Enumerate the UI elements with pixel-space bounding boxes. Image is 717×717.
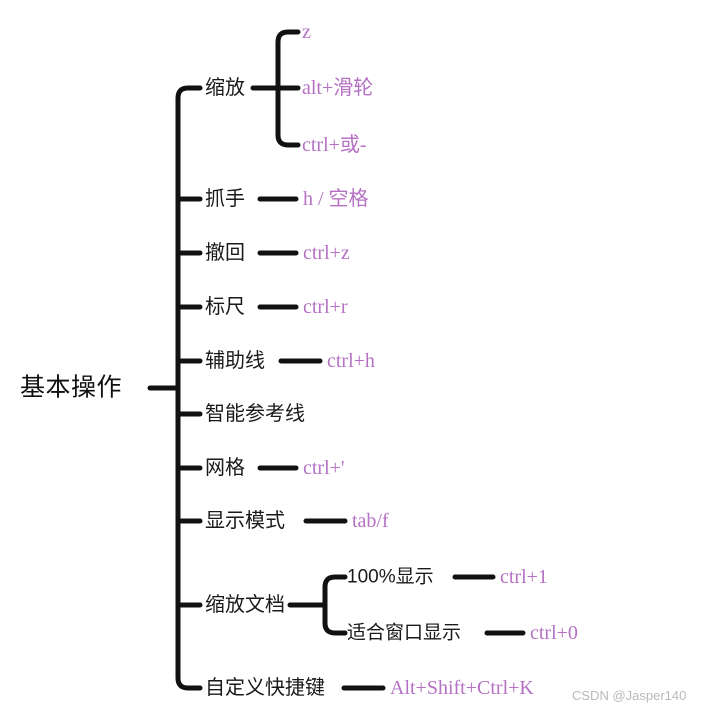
branch-label-suofang[interactable]: 缩放 <box>205 77 245 99</box>
branch-label-fuzhuxian[interactable]: 辅助线 <box>205 350 265 372</box>
shortcut-xianshimoshi[interactable]: tab/f <box>352 510 389 532</box>
shortcut-chehui[interactable]: ctrl+z <box>303 242 350 264</box>
shortcut-fuzhuxian[interactable]: ctrl+h <box>327 350 375 372</box>
suofangwendang-sub-spine <box>322 574 348 636</box>
shortcut-zhuashou[interactable]: h / 空格 <box>303 188 369 210</box>
root-node-label[interactable]: 基本操作 <box>20 373 123 402</box>
suofang-sub-spine <box>275 29 301 148</box>
branch-label-chehui[interactable]: 撤回 <box>205 242 245 264</box>
branch-label-wangge[interactable]: 网格 <box>205 457 245 479</box>
branch-label-zidingyikuaijiejian[interactable]: 自定义快捷键 <box>205 677 325 699</box>
shortcut-fit-window[interactable]: ctrl+0 <box>530 622 578 644</box>
branch-label-zhuashou[interactable]: 抓手 <box>205 188 245 210</box>
branch-label-xianshimoshi[interactable]: 显示模式 <box>205 510 285 532</box>
shortcut-wangge[interactable]: ctrl+' <box>303 457 345 479</box>
branch-label-zhinengcankaoxian[interactable]: 智能参考线 <box>205 403 305 425</box>
branch-label-biaochi[interactable]: 标尺 <box>205 296 245 318</box>
main-spine <box>175 85 203 691</box>
csdn-watermark: CSDN @Jasper140 <box>572 688 687 703</box>
branch-label-suofangwendang[interactable]: 缩放文档 <box>205 594 285 616</box>
leaf-label-100-percent[interactable]: 100%显示 <box>347 566 434 588</box>
shortcut-zidingyikuaijiejian[interactable]: Alt+Shift+Ctrl+K <box>390 677 534 699</box>
shortcut-biaochi[interactable]: ctrl+r <box>303 296 348 318</box>
shortcut-100-percent[interactable]: ctrl+1 <box>500 566 548 588</box>
leaf-label-fit-window[interactable]: 适合窗口显示 <box>347 622 462 644</box>
shortcut-suofang-z[interactable]: z <box>302 21 311 43</box>
shortcut-suofang-alt-wheel[interactable]: alt+滑轮 <box>302 77 374 99</box>
shortcut-suofang-ctrl-plus-minus[interactable]: ctrl+或- <box>302 134 367 156</box>
